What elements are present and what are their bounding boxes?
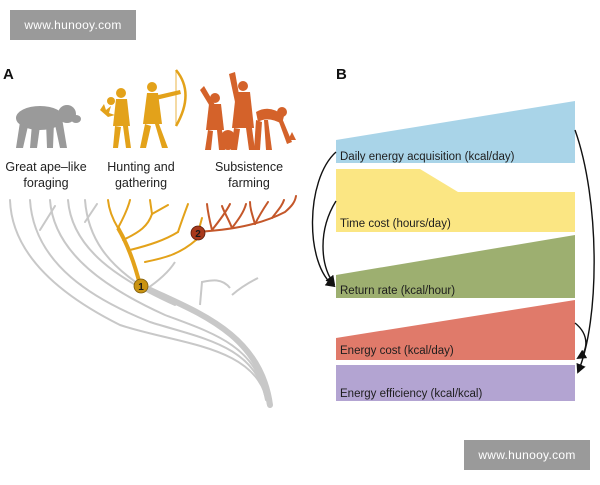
hunter-gatherer-icon	[100, 82, 181, 148]
band-label-time-cost: Time cost (hours/day)	[340, 218, 451, 230]
trunk-lineage	[137, 282, 273, 408]
hunting-lineages-gray	[144, 261, 259, 306]
arrow-acquisition-to-return-rate	[311, 151, 337, 288]
arrow-cost-to-efficiency	[574, 322, 588, 360]
ape-lineages	[9, 199, 269, 406]
group-label-farming-line2: farming	[228, 176, 270, 190]
group-label-ape-line2: foraging	[23, 176, 68, 190]
band-energy-cost	[336, 300, 575, 360]
arrow-time-to-return-rate	[322, 200, 337, 286]
band-label-energy-cost: Energy cost (kcal/day)	[340, 345, 454, 357]
band-return-rate	[336, 235, 575, 298]
band-time-cost	[336, 169, 575, 232]
ape-icon	[16, 105, 81, 148]
farmer-icon	[200, 72, 296, 150]
farming-lineages	[195, 195, 297, 233]
watermark-top: www.hunooy.com	[10, 10, 136, 40]
group-label-hunting-line1: Hunting and	[107, 160, 174, 174]
group-label-farming-line1: Subsistence	[215, 160, 283, 174]
group-label-hunting-line2: gathering	[115, 176, 167, 190]
marker-2-label: 2	[195, 229, 201, 240]
band-energy-efficiency	[336, 365, 575, 401]
watermark-bottom: www.hunooy.com	[464, 440, 590, 470]
band-label-daily-energy-acquisition: Daily energy acquisition (kcal/day)	[340, 151, 515, 163]
band-label-return-rate: Return rate (kcal/hour)	[340, 285, 455, 297]
marker-1-label: 1	[138, 282, 144, 293]
panel-b-letter: B	[336, 66, 347, 83]
bow-icon	[174, 69, 187, 127]
arrows	[311, 129, 595, 374]
band-daily-energy-acquisition	[336, 101, 575, 163]
marker-1: 1	[133, 278, 149, 294]
band-label-energy-efficiency: Energy efficiency (kcal/kcal)	[340, 388, 482, 400]
marker-2: 2	[190, 225, 206, 241]
group-label-ape-line1: Great ape–like	[5, 160, 86, 174]
panel-a-letter: A	[3, 66, 14, 83]
